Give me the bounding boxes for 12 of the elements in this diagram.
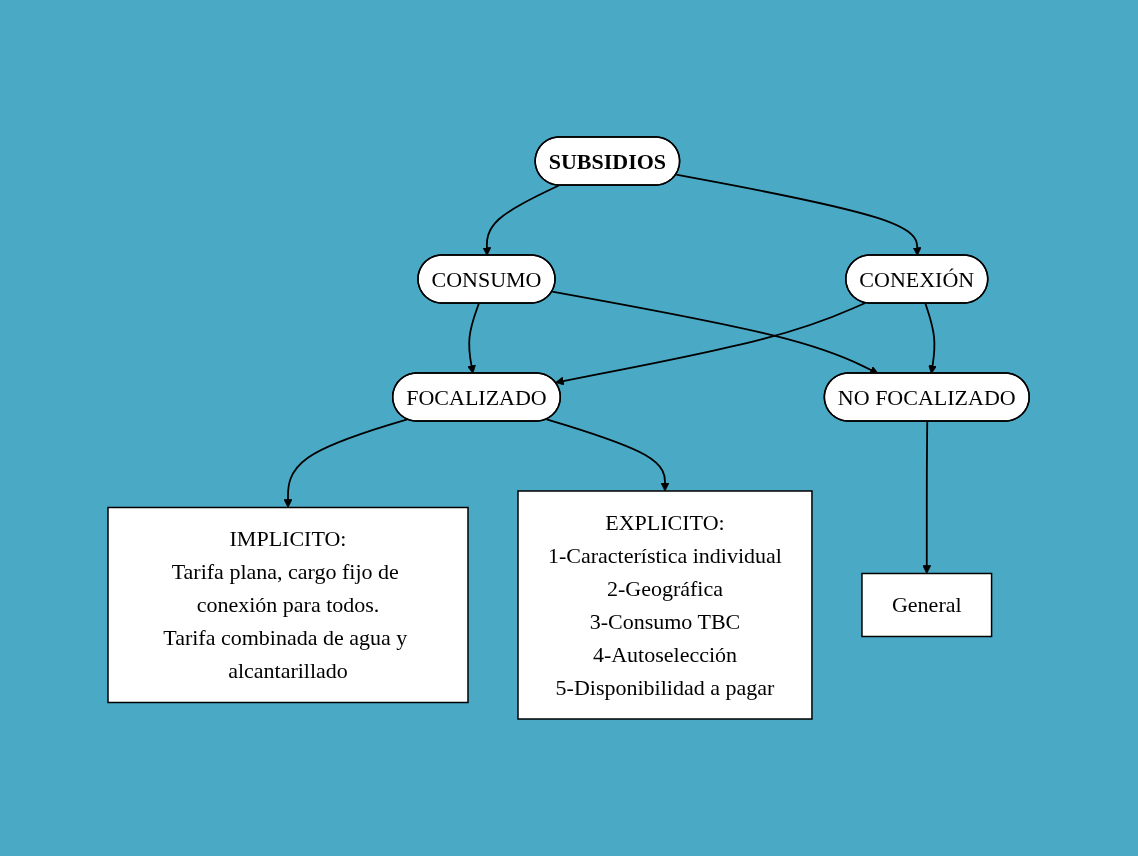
arrow xyxy=(284,418,409,508)
arrow xyxy=(467,302,481,374)
node-box: EXPLICITO: 1-Característica individual 2-Geográfica 3-Consumo TBC 4-Autoselección 5-Disponibilidad a pagar xyxy=(517,490,814,720)
arrow xyxy=(922,420,932,574)
arrow xyxy=(482,184,561,256)
arrow xyxy=(555,302,867,386)
arrow xyxy=(551,290,879,374)
node-box: IMPLICITO: Tarifa plana, cargo fijo de conexión para todos. Tarifa combinada de agua y alcantarillado xyxy=(107,506,470,704)
arrow xyxy=(924,302,938,374)
arrow xyxy=(546,418,670,492)
node-box: General xyxy=(861,572,993,638)
arrow xyxy=(675,173,922,256)
